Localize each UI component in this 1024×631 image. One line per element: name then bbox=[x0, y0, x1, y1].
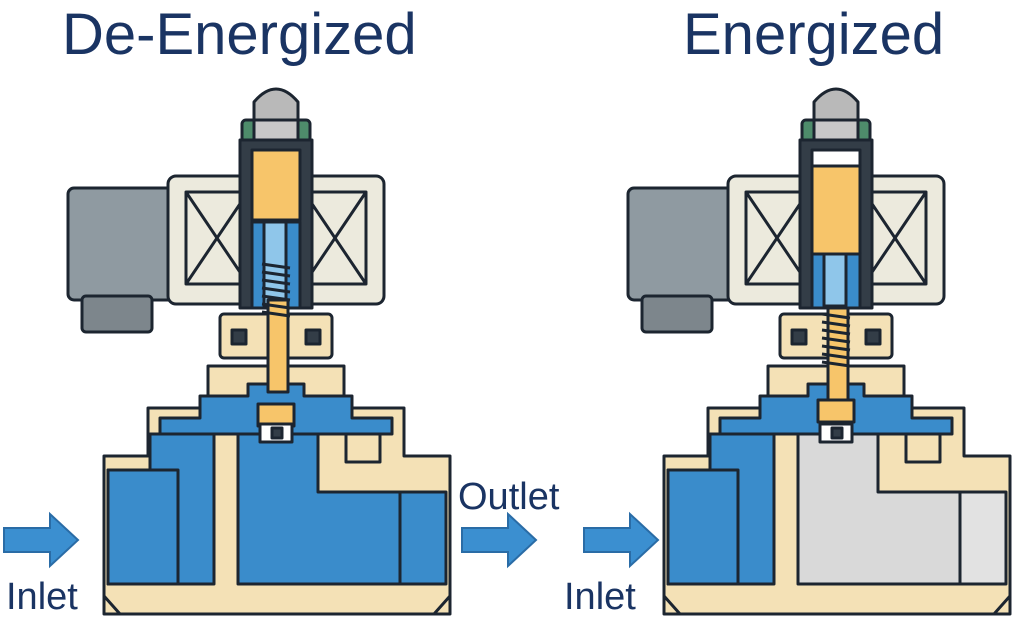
de-energized-pilot-stem bbox=[266, 298, 290, 394]
energized-collar-bolt-left bbox=[790, 328, 808, 346]
de-energized-coil-winding-line bbox=[302, 191, 368, 285]
energized-pilot-disc bbox=[816, 398, 856, 424]
energized-knob bbox=[812, 87, 860, 124]
de-energized-title: De-Energized bbox=[62, 2, 417, 67]
energized-plunger-core bbox=[822, 252, 848, 308]
de-energized-outlet-port bbox=[398, 490, 448, 586]
energized-valve-seat bbox=[878, 432, 952, 464]
arrow-right-icon bbox=[3, 511, 80, 569]
energized-coil-winding-line bbox=[744, 191, 810, 285]
de-energized-valve-seat bbox=[318, 432, 392, 464]
outlet-label: Outlet bbox=[458, 476, 560, 518]
de-energized-collar-bolt-left bbox=[230, 328, 248, 346]
energized-spring bbox=[821, 312, 851, 368]
energized-connector bbox=[640, 294, 714, 334]
energized-body-bevel bbox=[662, 595, 1012, 616]
energized-inlet-port bbox=[666, 468, 740, 586]
energized-stopper bbox=[810, 164, 862, 256]
energized-gap bbox=[810, 148, 862, 168]
de-energized-orifice-pin bbox=[270, 426, 284, 440]
energized-title: Energized bbox=[683, 2, 945, 67]
de-energized-collar-bolt-right bbox=[304, 328, 322, 346]
energized-valve bbox=[626, 87, 1012, 616]
inlet-label-left: Inlet bbox=[6, 576, 78, 618]
de-energized-inlet-port bbox=[106, 468, 180, 586]
inlet-label-right: Inlet bbox=[564, 576, 636, 618]
de-energized-knob bbox=[252, 87, 300, 124]
energized-outlet-port bbox=[958, 490, 1008, 586]
de-energized-stopper bbox=[250, 148, 302, 222]
de-energized-valve bbox=[66, 87, 452, 616]
de-energized-spring bbox=[261, 262, 291, 318]
energized-orifice-pin bbox=[830, 426, 844, 440]
energized-coil-winding-line bbox=[862, 191, 928, 285]
arrow-right-icon bbox=[461, 511, 538, 569]
de-energized-body-bevel bbox=[102, 595, 452, 616]
arrow-right-icon bbox=[583, 511, 660, 569]
de-energized-connector bbox=[80, 294, 154, 334]
energized-collar-bolt-right bbox=[864, 328, 882, 346]
de-energized-coil-winding-line bbox=[184, 191, 250, 285]
